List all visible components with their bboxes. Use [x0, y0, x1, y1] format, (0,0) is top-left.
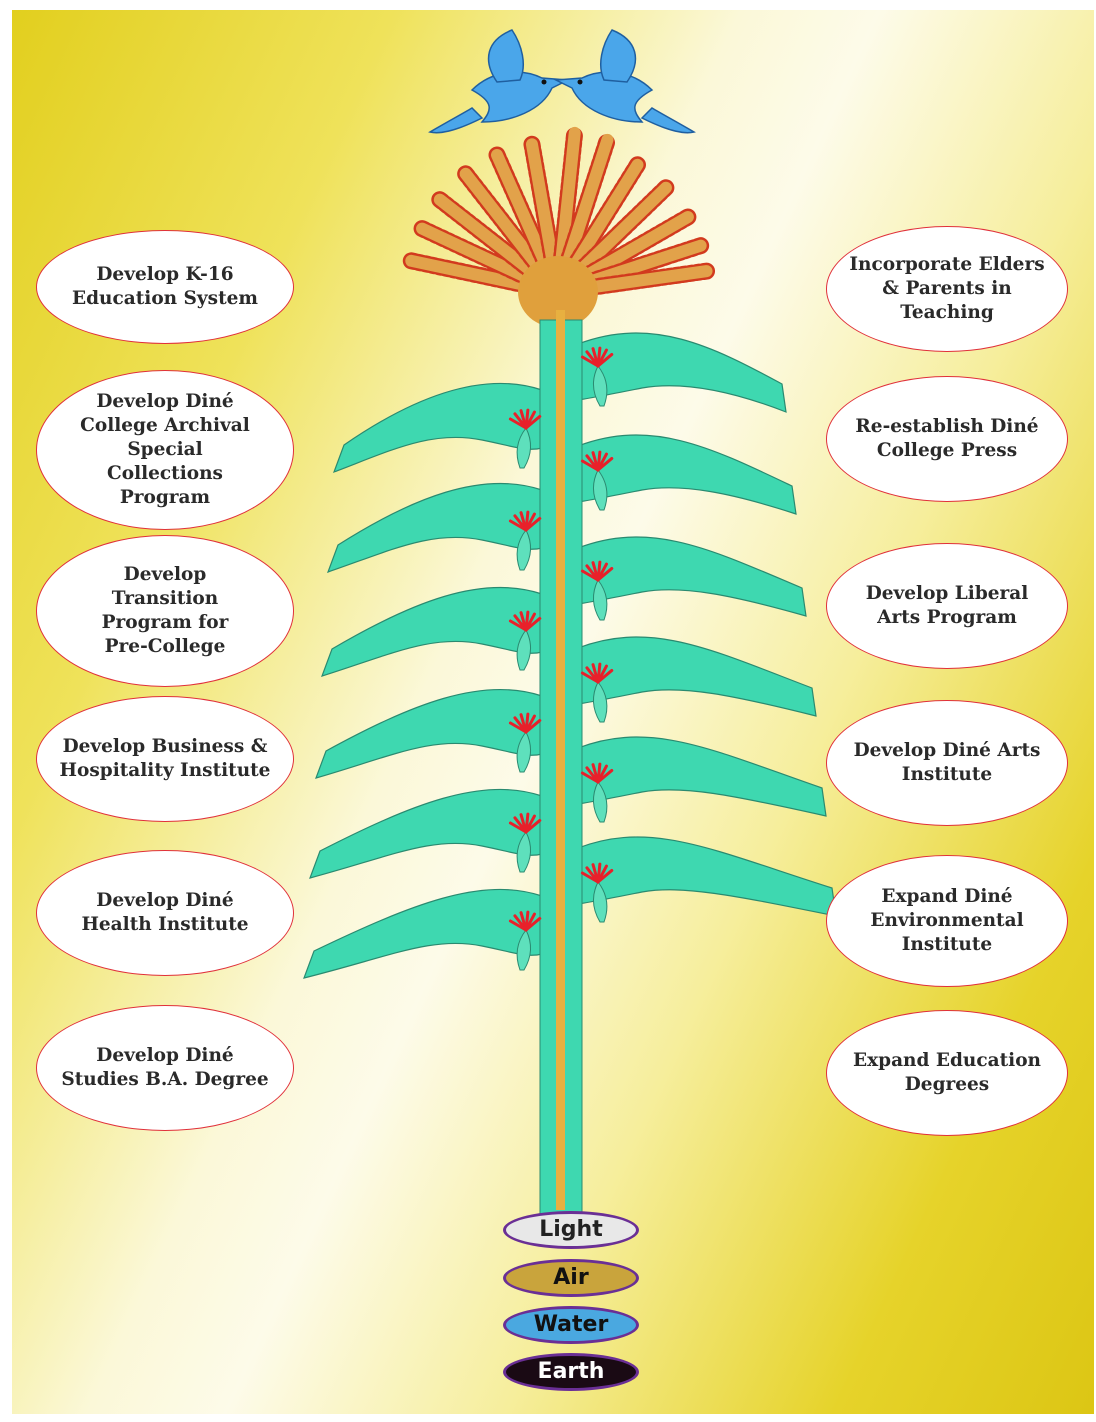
goal-oval-right-6: Expand Education Degrees — [826, 1010, 1068, 1136]
bird-tail — [642, 108, 694, 133]
leaf-right — [578, 837, 836, 916]
goal-oval-right-1: Incorporate Elders & Parents in Teaching — [826, 226, 1068, 352]
goal-label: Develop Business & Hospitality Institute — [60, 735, 271, 783]
leaf-right — [578, 333, 786, 412]
goal-label: Develop Diné College Archival Special Co… — [80, 390, 250, 510]
bird-eye — [542, 80, 547, 85]
goal-label: Develop Diné Studies B.A. Degree — [61, 1044, 268, 1092]
element-label: Air — [553, 1265, 588, 1291]
element-water: Water — [503, 1306, 639, 1344]
goal-label: Re-establish Diné College Press — [855, 415, 1038, 463]
goal-oval-right-3: Develop Liberal Arts Program — [826, 543, 1068, 669]
goal-oval-left-6: Develop Diné Studies B.A. Degree — [36, 1005, 294, 1131]
goal-oval-left-5: Develop Diné Health Institute — [36, 850, 294, 976]
goal-label: Expand Diné Environmental Institute — [870, 885, 1023, 957]
goal-label: Develop Transition Program for Pre-Colle… — [102, 563, 229, 659]
bird-eye — [578, 80, 583, 85]
goal-oval-right-5: Expand Diné Environmental Institute — [826, 855, 1068, 987]
goal-label: Expand Education Degrees — [853, 1049, 1041, 1097]
diagram-canvas: Develop K-16 Education System Develop Di… — [12, 10, 1094, 1414]
element-label: Water — [534, 1312, 609, 1338]
leaf-right — [578, 537, 806, 616]
leaf-right — [578, 435, 796, 514]
corn-stalk — [540, 310, 582, 1220]
birds — [430, 30, 694, 133]
element-label: Earth — [538, 1359, 605, 1385]
leaf-left — [304, 889, 542, 978]
leaves-left — [304, 383, 542, 978]
leaf-left — [322, 587, 542, 676]
goal-label: Develop K-16 Education System — [72, 263, 258, 311]
goal-oval-left-1: Develop K-16 Education System — [36, 230, 294, 344]
leaf-left — [316, 689, 542, 778]
element-air: Air — [503, 1259, 639, 1297]
goal-oval-left-3: Develop Transition Program for Pre-Colle… — [36, 535, 294, 687]
goal-oval-left-2: Develop Diné College Archival Special Co… — [36, 370, 294, 530]
goal-label: Develop Diné Health Institute — [81, 889, 248, 937]
element-label: Light — [539, 1217, 603, 1243]
bird-wing — [601, 30, 636, 82]
goal-oval-right-4: Develop Diné Arts Institute — [826, 700, 1068, 826]
bird-icon — [430, 30, 568, 133]
leaf-right — [578, 637, 816, 716]
bird-icon — [556, 30, 694, 133]
goal-label: Develop Liberal Arts Program — [866, 582, 1029, 630]
leaf-left — [328, 483, 542, 572]
pollen-line — [556, 310, 565, 1210]
goal-oval-right-2: Re-establish Diné College Press — [826, 376, 1068, 502]
leaf-left — [334, 383, 542, 472]
leaf-left — [310, 789, 542, 878]
goal-label: Develop Diné Arts Institute — [854, 739, 1041, 787]
leaf-right — [578, 737, 826, 816]
bird-wing — [489, 30, 524, 82]
tassel-icon — [411, 133, 706, 328]
goal-oval-left-4: Develop Business & Hospitality Institute — [36, 696, 294, 822]
goal-label: Incorporate Elders & Parents in Teaching — [849, 253, 1044, 325]
bird-tail — [430, 108, 482, 133]
element-light: Light — [503, 1211, 639, 1249]
leaves-right — [578, 333, 836, 916]
element-earth: Earth — [503, 1353, 639, 1391]
